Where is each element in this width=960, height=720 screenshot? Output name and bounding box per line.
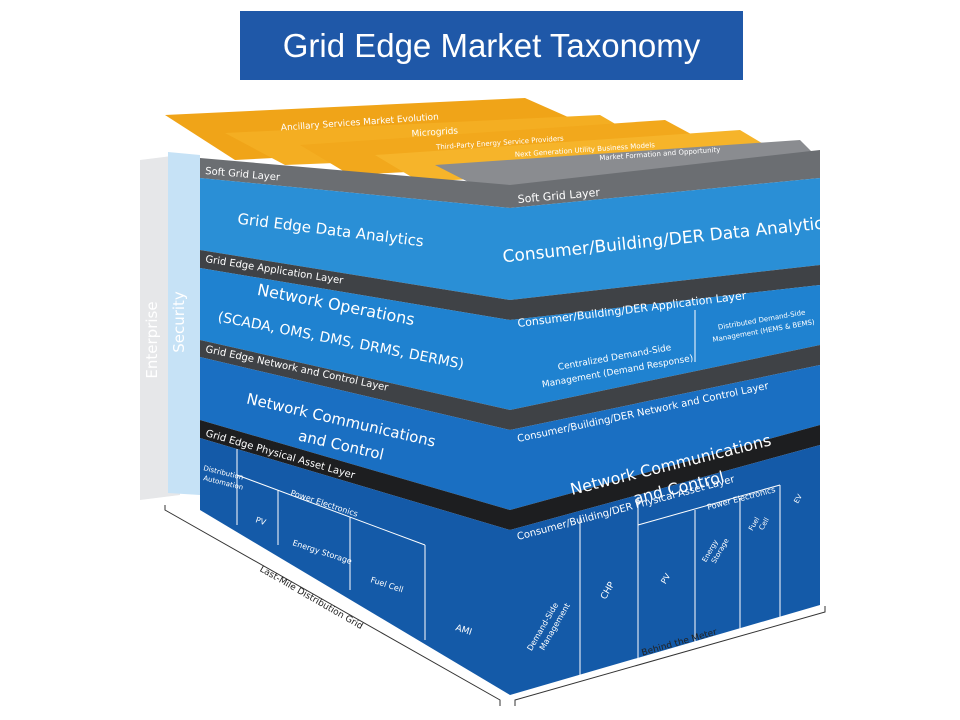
- page-title: Grid Edge Market Taxonomy: [240, 11, 743, 80]
- left-asset-divider-2: [236, 474, 426, 546]
- left-ami-label: AMI: [454, 623, 473, 638]
- left-bottom-bracket: [164, 505, 501, 706]
- left-network-control-band: [200, 340, 510, 430]
- left-application-band: [200, 250, 510, 320]
- right-bottom-bracket: [514, 606, 826, 706]
- right-asset-divider-3: [637, 484, 781, 526]
- right-physical-asset-band: [510, 425, 820, 530]
- left-pv-label: PV: [254, 515, 267, 527]
- left-data-analytics-block: [200, 178, 510, 300]
- left-physical-asset-band: [200, 420, 510, 530]
- right-network-control-band: [510, 345, 820, 430]
- enterprise-label: Enterprise: [143, 301, 161, 378]
- right-assets-block: [510, 445, 820, 695]
- security-label: Security: [170, 291, 188, 353]
- left-network-operations-block: [200, 268, 510, 410]
- left-face: Soft Grid Layer Grid Edge Data Analytics…: [200, 158, 510, 695]
- right-face: Soft Grid Layer Consumer/Building/DER Da…: [502, 150, 833, 695]
- right-data-analytics-block: [510, 178, 820, 300]
- top-layers: Ancillary Services Market Evolution Micr…: [165, 98, 820, 188]
- left-soft-grid-band: [200, 158, 510, 208]
- right-application-band: [510, 265, 820, 320]
- right-network-comm-block: [510, 365, 820, 510]
- right-ev-label: EV: [792, 493, 804, 505]
- side-panels: Enterprise Security: [140, 152, 200, 500]
- security-panel: [168, 152, 200, 495]
- left-network-comm-block: [200, 357, 510, 510]
- top-layer-5: [435, 140, 820, 188]
- top-layer-label-2: Microgrids: [411, 126, 458, 139]
- right-dsm-block: [510, 285, 820, 410]
- right-soft-grid-band: [510, 150, 820, 208]
